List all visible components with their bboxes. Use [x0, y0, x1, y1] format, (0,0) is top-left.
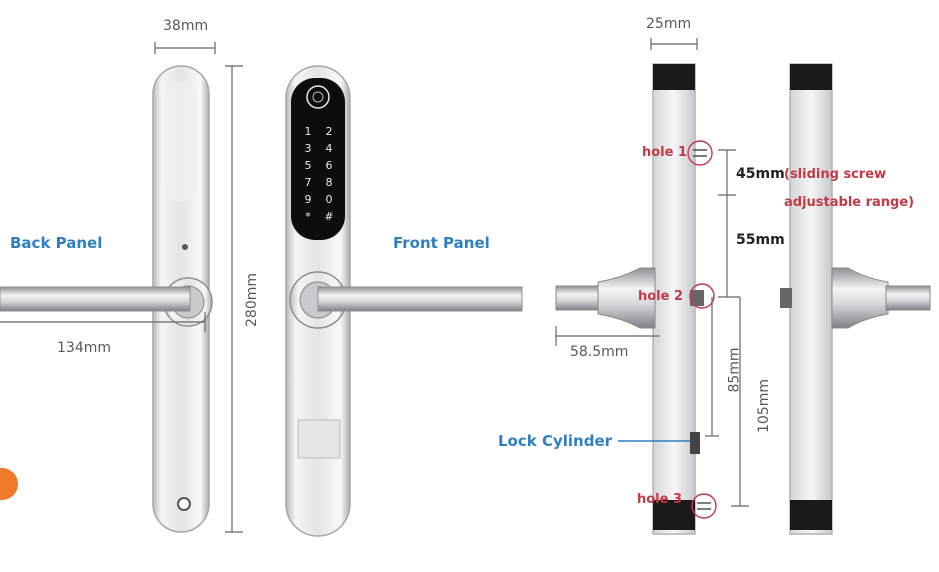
keypad-key[interactable]: 2 — [325, 125, 333, 138]
side-view-right-handle — [780, 267, 931, 329]
keypad-key[interactable]: 8 — [325, 176, 333, 189]
orange-accent-dot — [0, 468, 18, 500]
front-panel-label: Front Panel — [393, 234, 490, 252]
dim-label-handle-offset: 58.5mm — [570, 344, 629, 360]
dim-label-handle-length: 134mm — [57, 340, 111, 356]
keypad-key[interactable]: 3 — [304, 142, 312, 155]
keypad-key[interactable]: * — [305, 210, 311, 223]
dim-label-hole-range: 45mm — [736, 166, 785, 182]
dim-label-back-width: 38mm — [163, 18, 209, 34]
keypad-key[interactable]: 5 — [304, 159, 312, 172]
dim-label-side-width: 25mm — [646, 16, 692, 32]
hole1-label: hole 1 — [642, 145, 688, 160]
keypad-key[interactable]: 6 — [325, 159, 333, 172]
keypad-key[interactable]: 0 — [325, 193, 333, 206]
dim-label-hole2-cylinder: 85mm — [726, 347, 743, 393]
hole2-label: hole 2 — [638, 289, 684, 304]
keypad-key[interactable]: 7 — [304, 176, 312, 189]
dim-58-5mm — [555, 326, 660, 346]
dim-38mm — [154, 42, 216, 54]
dim-label-hole2-hole3: 105mm — [756, 379, 772, 433]
dim-label-total-height: 280mm — [244, 273, 260, 327]
dim-hole-spacing — [705, 149, 749, 507]
side-view-left-body — [652, 63, 700, 535]
keypad-key[interactable]: # — [324, 210, 334, 223]
hole3-label: hole 3 — [637, 492, 683, 507]
keypad-key[interactable]: 1 — [304, 125, 312, 138]
back-panel-handle — [0, 277, 213, 327]
dim-label-hole-max: 55mm — [736, 232, 785, 248]
keypad-key[interactable]: 9 — [304, 193, 312, 206]
dim-280mm — [225, 65, 243, 533]
keypad-key[interactable]: 4 — [325, 142, 333, 155]
front-panel-handle — [289, 271, 523, 329]
back-panel-label: Back Panel — [10, 234, 103, 252]
side-view-right-body — [789, 63, 833, 535]
side-view-left-handle — [555, 267, 704, 329]
dim-134mm — [0, 312, 206, 332]
hole-markers — [687, 140, 717, 519]
lock-cylinder-label: Lock Cylinder — [498, 432, 613, 450]
sliding-note-line2: adjustable range) — [784, 195, 915, 210]
sliding-note-line1: (sliding screw — [784, 167, 887, 182]
dim-25mm — [650, 38, 698, 50]
